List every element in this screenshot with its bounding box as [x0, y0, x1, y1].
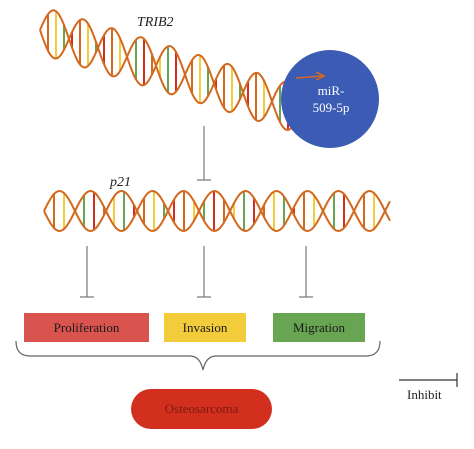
- dna-strand-a: [43, 189, 391, 233]
- osteosarcoma-label: Osteosarcoma: [164, 401, 239, 416]
- trib2-label: TRIB2: [137, 15, 174, 30]
- invasion-label: Invasion: [182, 319, 228, 335]
- migration-label: Migration: [293, 319, 345, 335]
- mirna-label-line2: 509-5p: [313, 100, 350, 115]
- p21-label: p21: [109, 175, 131, 190]
- proliferation-label: Proliferation: [53, 319, 120, 335]
- legend-inhibit-label: Inhibit: [407, 387, 442, 402]
- dna-strand-b: [43, 189, 391, 233]
- dna-strand-a: [39, 18, 301, 132]
- dna-strand-b: [39, 9, 301, 123]
- osteosarcoma-oval: Osteosarcoma: [131, 389, 272, 429]
- mirna-label-line1: miR-: [318, 83, 345, 98]
- mirna-circle: [281, 50, 379, 148]
- trib2-dna-helix: [39, 9, 301, 132]
- helix-to-mirna-arrow: [295, 75, 323, 79]
- helix-to-mirna-arrowhead: [315, 71, 326, 81]
- proliferation-box: Proliferation: [24, 313, 149, 342]
- migration-box: Migration: [273, 313, 365, 342]
- p21-dna-helix: [43, 189, 391, 233]
- invasion-box: Invasion: [164, 313, 246, 342]
- outcomes-brace: [15, 340, 381, 371]
